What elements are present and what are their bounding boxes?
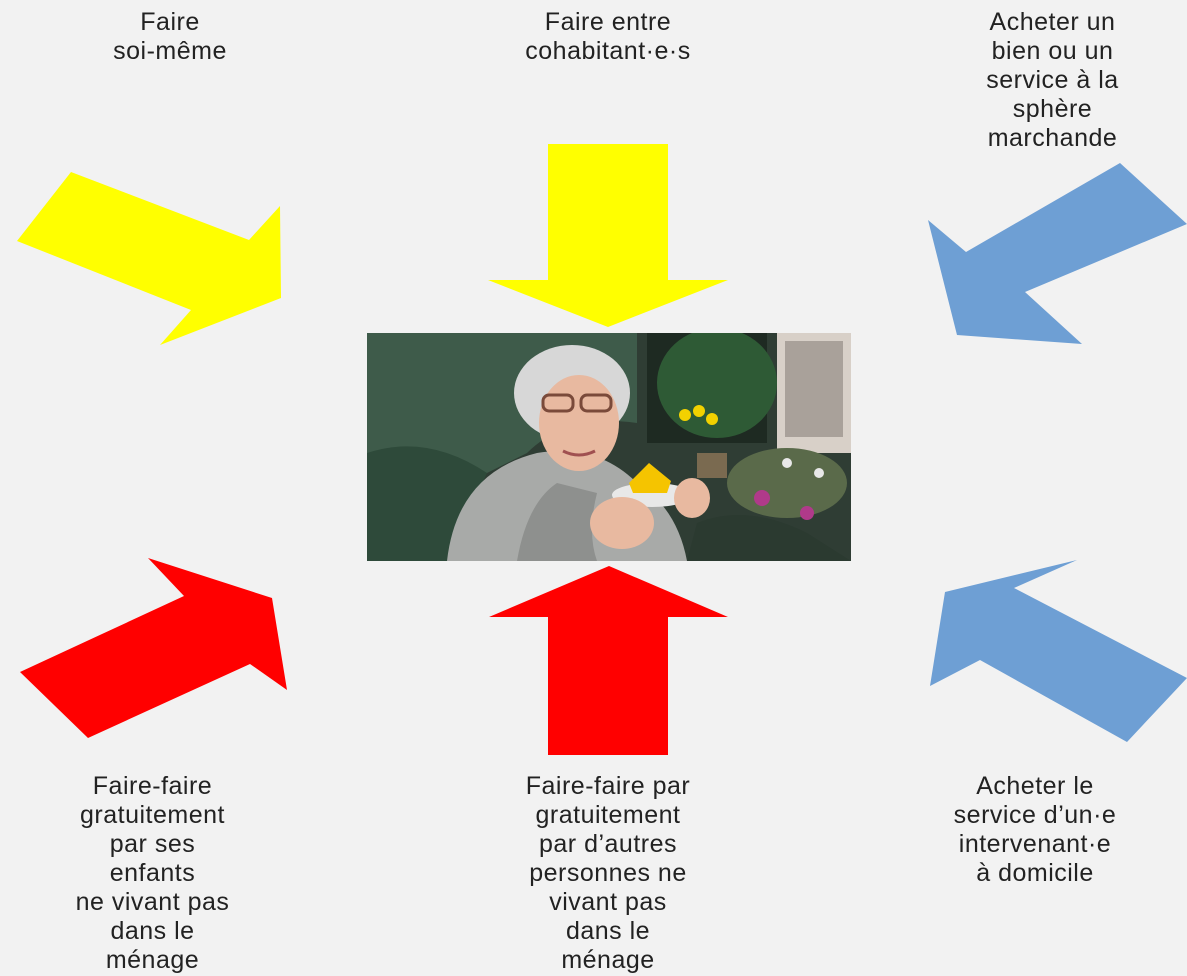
arrow-blue-bottom-right — [930, 560, 1187, 742]
arrow-blue-top-right — [928, 163, 1187, 344]
label-faire-entre-cohabitants: Faire entre cohabitant·e·s — [525, 8, 691, 65]
label-acheter-sphere-marchande: Acheter un bien ou un service à la sphèr… — [986, 8, 1119, 152]
arrow-red-bottom-center — [489, 566, 728, 755]
arrow-yellow-top-center — [488, 144, 728, 327]
label-faire-faire-enfants: Faire-faire gratuitement par ses enfants… — [75, 772, 230, 974]
label-faire-faire-autres-personnes: Faire-faire par gratuitement par d’autre… — [525, 772, 691, 974]
arrow-yellow-top-left — [17, 172, 281, 345]
label-faire-soi-meme: Faire soi-même — [113, 8, 227, 65]
arrow-red-bottom-left — [20, 558, 287, 738]
photo-elderly-woman-with-cake — [367, 333, 851, 561]
label-acheter-intervenant-domicile: Acheter le service d’un·e intervenant·e … — [953, 772, 1117, 887]
